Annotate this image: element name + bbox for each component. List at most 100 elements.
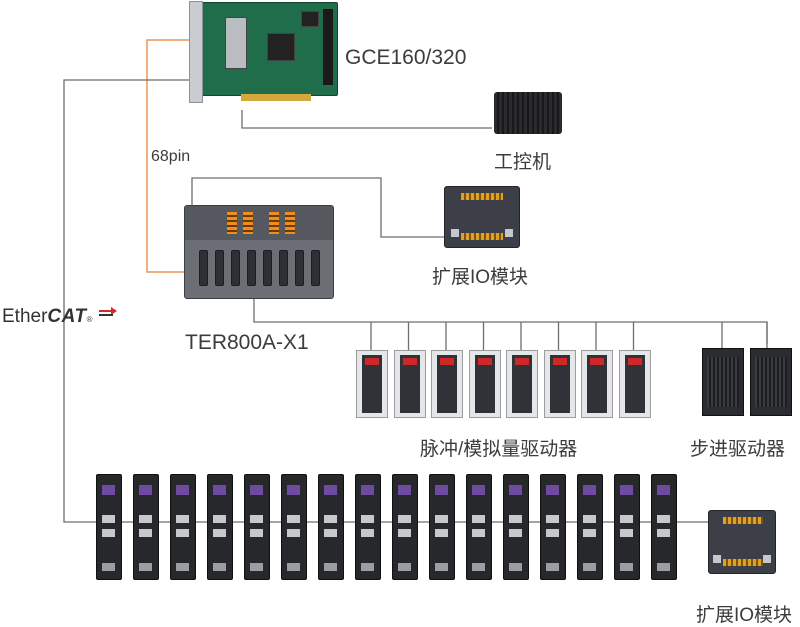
drive-eth-port	[657, 515, 670, 523]
cable-ethercat	[63, 79, 190, 523]
db-connector	[215, 250, 224, 286]
servo-drive-display	[627, 358, 642, 365]
drive-eth-port	[250, 515, 263, 523]
stepper-drives-label: 步进驱动器	[690, 439, 786, 460]
ethercat-drive	[96, 474, 122, 580]
servo-drive-display	[552, 358, 567, 365]
drive-display	[324, 485, 337, 495]
drive-power-connector	[324, 563, 337, 571]
drive-eth-port	[324, 529, 337, 537]
terminal-board	[184, 205, 334, 299]
terminal-block	[285, 212, 295, 234]
ethercat-drive	[577, 474, 603, 580]
drive-eth-port	[583, 529, 596, 537]
drive-eth-port	[139, 529, 152, 537]
drive-eth-port	[583, 515, 596, 523]
drive-display	[176, 485, 189, 495]
stepper-grill	[755, 357, 787, 407]
drive-display	[398, 485, 411, 495]
io-eth-port	[763, 555, 771, 563]
drive-display	[361, 485, 374, 495]
ethercat-drive	[503, 474, 529, 580]
drive-display	[546, 485, 559, 495]
drive-power-connector	[102, 563, 115, 571]
drive-power-connector	[139, 563, 152, 571]
drive-power-connector	[213, 563, 226, 571]
card-bracket	[189, 1, 203, 103]
card-chip-small	[301, 11, 319, 27]
ethercat-drive	[318, 474, 344, 580]
servo-drive-display	[365, 358, 379, 365]
stepper-grill	[707, 357, 739, 407]
ethercat-arrow-icon	[98, 307, 117, 316]
servo-drive-face	[512, 355, 532, 413]
servo-drive-face	[624, 355, 645, 413]
drive-eth-port	[176, 515, 189, 523]
drive-eth-port	[509, 529, 522, 537]
cable-ter-bus	[253, 298, 768, 344]
cable-ter-io	[191, 177, 444, 238]
pulse-analog-drives-label: 脉冲/模拟量驱动器	[420, 439, 578, 460]
bus-drops	[370, 322, 768, 350]
ethercat-drive	[466, 474, 492, 580]
drive-eth-port	[546, 515, 559, 523]
drive-display	[583, 485, 596, 495]
drive-display	[620, 485, 633, 495]
card-gold-finger	[241, 94, 311, 101]
io-terminal-bottom	[723, 559, 763, 566]
drive-power-connector	[620, 563, 633, 571]
servo-drive	[393, 350, 426, 418]
io-module-bottom	[708, 510, 776, 574]
drive-display	[509, 485, 522, 495]
drive-display	[250, 485, 263, 495]
card-connector	[225, 17, 247, 69]
drive-eth-port	[250, 529, 263, 537]
ethercat-drive	[244, 474, 270, 580]
drive-eth-port	[398, 515, 411, 523]
servo-drive-face	[437, 355, 457, 413]
drive-eth-port	[509, 515, 522, 523]
ethercat-logo-mark: ®	[86, 315, 93, 324]
ethercat-drive	[614, 474, 640, 580]
servo-drive	[618, 350, 651, 418]
ethercat-drive	[207, 474, 233, 580]
io-terminal-top	[461, 193, 503, 200]
servo-drive-display	[440, 358, 454, 365]
drive-eth-port	[139, 515, 152, 523]
terminal-board-top	[185, 206, 333, 240]
drive-display	[435, 485, 448, 495]
db-connector	[311, 250, 320, 286]
drive-eth-port	[287, 515, 300, 523]
drive-power-connector	[361, 563, 374, 571]
motion-control-card	[189, 1, 338, 103]
io-eth-port	[505, 229, 513, 237]
servo-drive-display	[590, 358, 604, 365]
drive-power-connector	[435, 563, 448, 571]
drive-power-connector	[546, 563, 559, 571]
io-eth-port	[451, 229, 459, 237]
drive-eth-port	[398, 529, 411, 537]
controller-card-label: GCE160/320	[345, 46, 467, 69]
drive-power-connector	[657, 563, 670, 571]
servo-drive	[506, 350, 538, 418]
terminal-block	[269, 212, 279, 234]
ethercat-drive	[355, 474, 381, 580]
servo-drive	[543, 350, 576, 418]
card-header	[323, 9, 333, 85]
ethercat-logo: EtherCAT®	[2, 306, 117, 328]
servo-drive-face	[587, 355, 607, 413]
drive-power-connector	[250, 563, 263, 571]
drive-eth-port	[620, 529, 633, 537]
servo-drive	[431, 350, 463, 418]
cable-card-ipc	[241, 110, 492, 129]
terminal-block	[243, 212, 253, 234]
drive-display	[287, 485, 300, 495]
servo-drive-face	[549, 355, 570, 413]
drive-eth-port	[620, 515, 633, 523]
drive-eth-port	[287, 529, 300, 537]
servo-drive-display	[515, 358, 529, 365]
terminal-block	[227, 212, 237, 234]
db-connector	[247, 250, 256, 286]
io-terminal-top	[723, 517, 763, 524]
stepper-drive	[702, 348, 744, 416]
